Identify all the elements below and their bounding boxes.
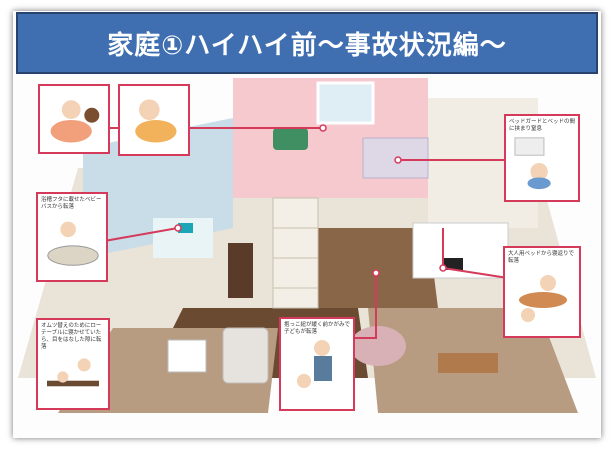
low-table-caption: オムツ替えのためにローテーブルに寝かせていたら、目をはなした隙に転落 (41, 323, 102, 350)
hold-carry-caption: 抱っこ紐が緩く前かがみで子どもが転落 (284, 322, 351, 335)
carrier-fall-illustration (297, 340, 332, 388)
baby-face-down-illustration (135, 99, 177, 143)
title-banner: 家庭①ハイハイ前～事故状況編～ (16, 12, 598, 74)
bath-ring-caption: 浴槽フタに載せたベビーバスから転落 (41, 197, 102, 210)
callout-bed-guard: ベッドガードとベッドの間に挟まり窒息 (504, 114, 580, 202)
bed-guard-illustration (514, 137, 551, 190)
callout-baby-on-cushion-image (118, 84, 190, 156)
callout-low-table: オムツ替えのためにローテーブルに寝かせていたら、目をはなした隙に転落 (36, 318, 110, 410)
bath-ring-illustration (47, 221, 99, 266)
bed-guard-caption: ベッドガードとベッドの間に挟まり窒息 (509, 119, 576, 132)
adult-bed-fall-illustration (519, 275, 567, 322)
low-table-fall-illustration (47, 358, 99, 387)
callout-bath-ring: 浴槽フタに載せたベビーバスから転落 (36, 192, 108, 282)
page-title: 家庭①ハイハイ前～事故状況編～ (107, 30, 507, 61)
callout-sleeping-baby-image (38, 84, 110, 154)
adult-bed-caption: 大人用ベッドから寝返りで転落 (508, 251, 575, 264)
callout-hold-carry: 抱っこ紐が緩く前かがみで子どもが転落 (279, 317, 355, 411)
baby-with-bear-illustration (50, 100, 100, 143)
callout-adult-bed: 大人用ベッドから寝返りで転落 (503, 246, 581, 338)
